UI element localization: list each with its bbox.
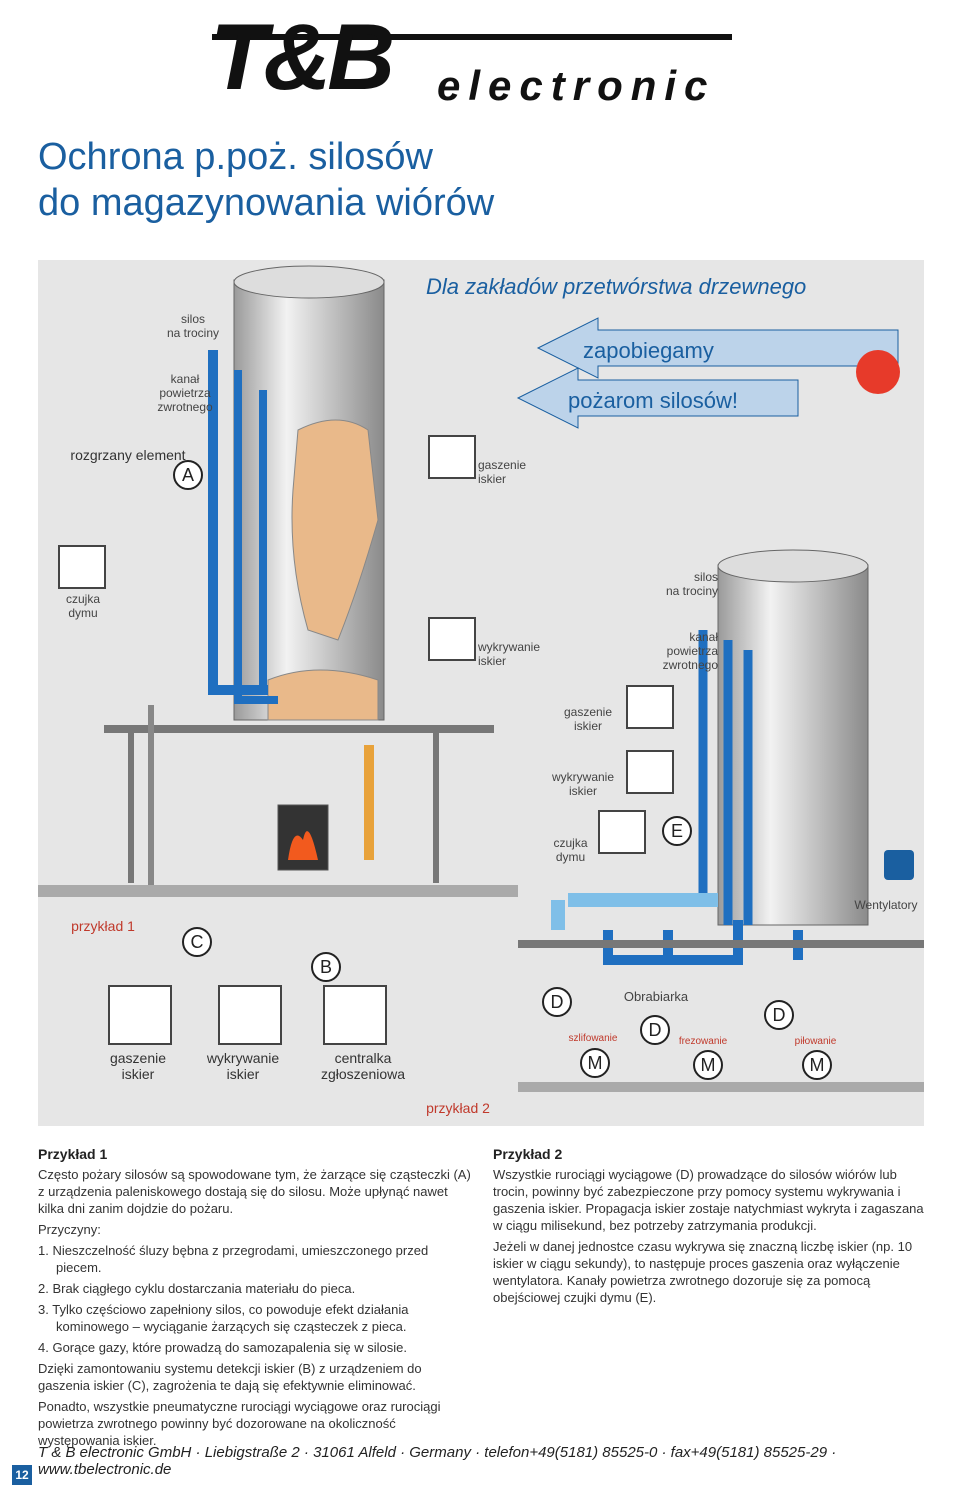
return-duct-1-label: kanał powietrza zwrotnego	[157, 372, 213, 414]
silo-1-top	[233, 265, 385, 299]
milling-label: frezowanie	[678, 1036, 728, 1047]
example-2-label: przykład 2	[426, 1100, 490, 1116]
legend-panel-label: centralka zgłoszeniowa	[320, 1050, 406, 1082]
conveyor	[364, 745, 374, 860]
example-2-heading: Przykład 2	[493, 1146, 563, 1162]
arrow-text-2: pożarom silosów!	[568, 388, 738, 413]
spark-detector-right-label: wykrywanie iskier	[551, 770, 614, 798]
spark-extinguisher-device	[428, 435, 476, 479]
platform-2	[518, 940, 924, 948]
fan-icon	[884, 850, 914, 880]
motor-2: M	[693, 1050, 723, 1080]
marker-e: E	[662, 816, 692, 846]
spark-extinguisher-right-label: gaszenie iskier	[563, 705, 613, 733]
marker-c: C	[182, 927, 212, 957]
logo-bar	[212, 34, 732, 40]
diagram-graphics	[38, 265, 924, 1092]
footer-address: T & B electronic GmbH · Liebigstraße 2 ·…	[38, 1444, 837, 1478]
furnace	[277, 804, 329, 871]
causes-heading: Przyczyny:	[38, 1222, 101, 1237]
example-2-p2: Jeżeli w danej jednostce czasu wykrywa s…	[493, 1239, 913, 1305]
arrow-banner-2	[516, 367, 799, 429]
logo-electronic: electronic	[437, 62, 716, 109]
platform-1-leg	[128, 733, 134, 883]
legend-detector-icon	[218, 985, 282, 1045]
marker-a: A	[173, 460, 203, 490]
example-1-p3: Ponadto, wszystkie pneumatyczne rurociąg…	[38, 1399, 441, 1448]
example-1-label: przykład 1	[71, 918, 135, 934]
silo-1-sawdust	[291, 419, 379, 641]
spark-extinguisher-label: gaszenie iskier	[478, 458, 527, 486]
furnace-fire	[288, 831, 318, 860]
silo-2-ducts	[698, 630, 753, 925]
return-duct-2	[234, 370, 278, 704]
spark-extinguisher-right	[626, 685, 674, 729]
legend-panel-icon	[323, 985, 387, 1045]
text-column-left: Przykład 1 Często pożary silosów są spow…	[38, 1146, 474, 1453]
sawing-label: piłowanie	[794, 1036, 837, 1047]
cause-2: 2. Brak ciągłego cyklu dostarczania mate…	[38, 1281, 356, 1296]
marker-d2: D	[640, 1015, 670, 1045]
return-duct-2-label: kanał powietrza zwrotnego	[662, 630, 718, 672]
silo-1-pile	[267, 669, 379, 721]
page-title-line1: Ochrona p.poż. silosów	[38, 136, 433, 178]
silo-2	[717, 564, 869, 926]
page-title-line2: do magazynowania wiórów	[38, 182, 495, 224]
silo-2-top	[717, 549, 869, 583]
sanding-label: szlifowanie	[568, 1033, 618, 1044]
legend-extinguisher-label: gaszenie iskier	[109, 1050, 167, 1082]
platform-1-leg2	[433, 733, 439, 883]
chimney	[148, 705, 154, 885]
marker-d1: D	[542, 987, 572, 1017]
smoke-detector-label: czujka dymu	[65, 592, 100, 620]
fireball-icon	[856, 350, 900, 394]
logo-tb: T&B	[210, 4, 395, 109]
fans-label: Wentylatory	[854, 898, 918, 912]
spark-detector-label: wykrywanie iskier	[478, 640, 541, 668]
arrow-text-1: zapobiegamy	[583, 338, 714, 363]
cause-4: 4. Gorące gazy, które prowadzą do samoza…	[38, 1340, 408, 1355]
smoke-detector-device	[58, 545, 106, 589]
cause-1: 1. Nieszczelność śluzy bębna z przegroda…	[38, 1243, 429, 1275]
marker-d3: D	[764, 1000, 794, 1030]
floor-1	[38, 885, 518, 897]
silo-1-label: silos na trociny	[166, 312, 220, 340]
page-number: 12	[12, 1465, 32, 1485]
smoke-detector-right	[598, 810, 646, 854]
marker-b: B	[311, 952, 341, 982]
text-column-right: Przykład 2 Wszystkie rurociągi wyciągowe…	[493, 1146, 925, 1310]
example-1-p2: Dzięki zamontowaniu systemu detekcji isk…	[38, 1361, 422, 1393]
example-2-p1: Wszystkie rurociągi wyciągowe (D) prowad…	[493, 1167, 924, 1233]
arrow-banner-1	[536, 317, 899, 379]
machining-label: Obrabiarka	[623, 989, 689, 1004]
figure-banner: Dla zakładów przetwórstwa drzewnego	[426, 274, 807, 299]
hot-element-label: rozgrzany element	[70, 447, 186, 463]
floor-2	[518, 1082, 924, 1092]
silo-2-label: silos na trociny	[665, 570, 718, 598]
return-duct-1	[208, 350, 268, 695]
example-1-heading: Przykład 1	[38, 1146, 108, 1162]
legend-detector-label: wykrywanie iskier	[206, 1050, 280, 1082]
motor-1: M	[580, 1048, 610, 1078]
spark-detector-right	[626, 750, 674, 794]
cause-3: 3. Tylko częściowo zapełniony silos, co …	[38, 1302, 409, 1334]
silo-protection-diagram: silos na trociny kanał powietrza zwrotne…	[38, 260, 924, 1126]
platform-1	[104, 725, 494, 733]
example-1-p1: Często pożary silosów są spowodowane tym…	[38, 1167, 471, 1216]
motor-3: M	[802, 1050, 832, 1080]
smoke-detector-right-label: czujka dymu	[553, 836, 588, 864]
legend-extinguisher-icon	[108, 985, 172, 1045]
spark-detector-device	[428, 617, 476, 661]
